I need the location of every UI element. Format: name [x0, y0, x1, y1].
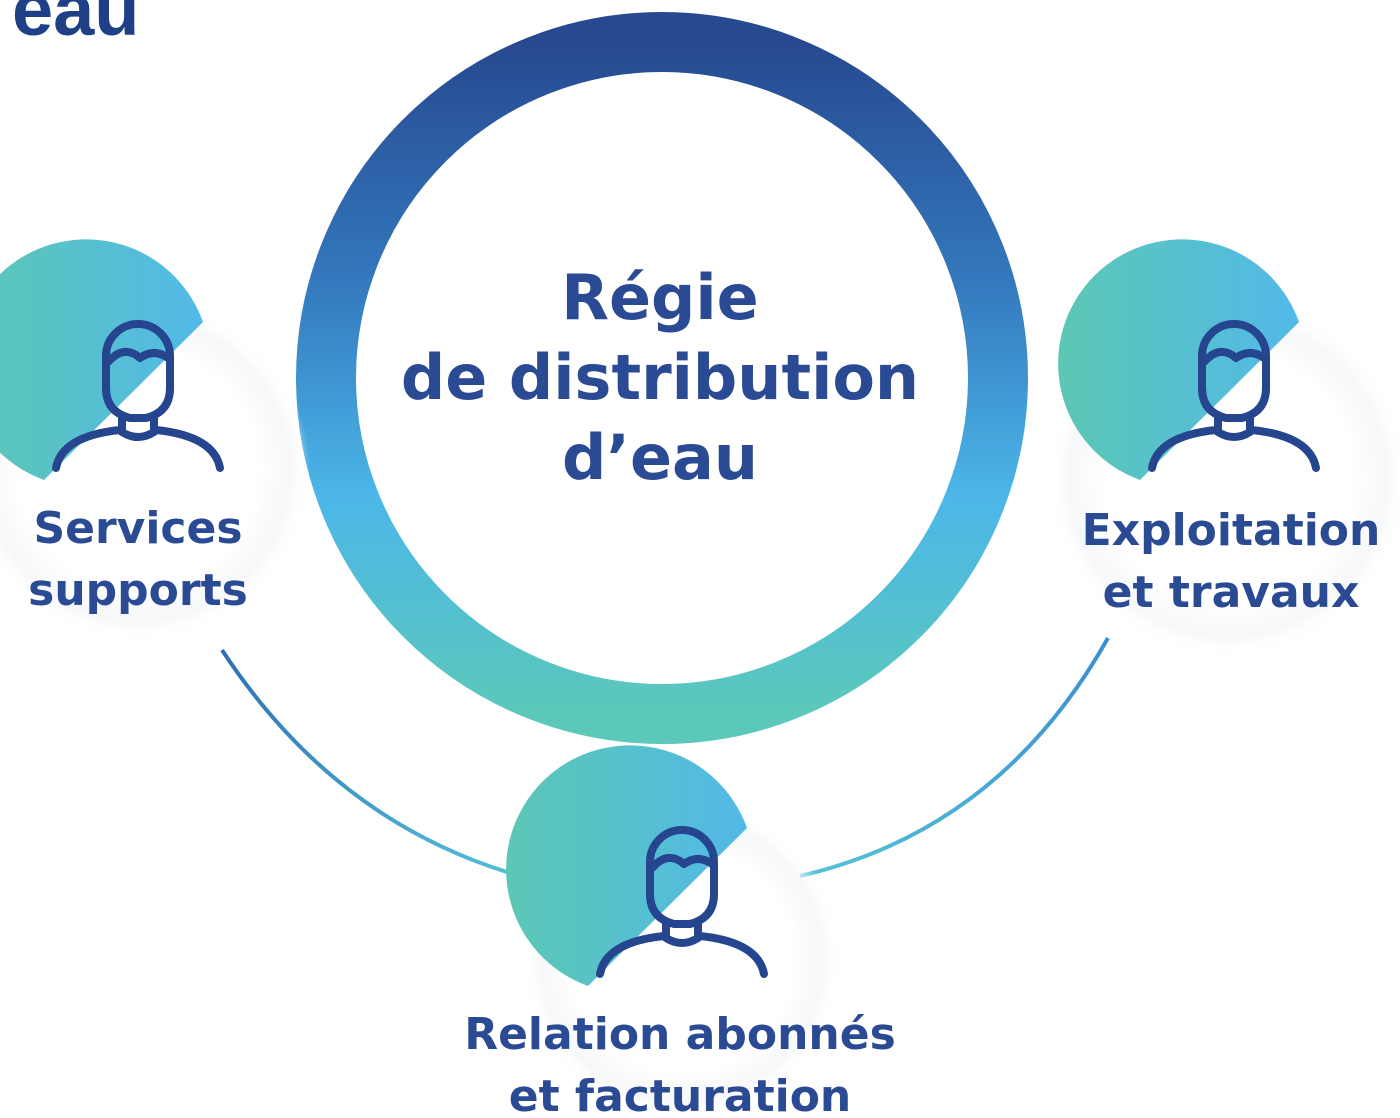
node-label-exploitation-line-1: Exploitation	[1081, 505, 1381, 556]
node-blob-relation	[506, 745, 747, 986]
node-label-services-line-1: Services	[33, 503, 243, 554]
center-title-line-3: d’eau	[562, 421, 758, 494]
node-blob-services	[0, 239, 203, 480]
center-ring	[296, 12, 1028, 744]
connector-right	[799, 637, 1110, 878]
node-label-relation-line-2: et facturation	[508, 1071, 852, 1118]
connector-left	[220, 648, 536, 882]
node-label-relation-line-1: Relation abonnés	[464, 1009, 896, 1060]
person-icon	[52, 320, 224, 472]
center-title-line-1: Régie	[561, 261, 759, 334]
node-label-exploitation-line-2: et travaux	[1102, 567, 1360, 618]
node-blob-exploitation	[1058, 239, 1299, 480]
node-relation-icon-group	[506, 745, 768, 986]
node-services-icon-group	[0, 239, 224, 480]
center-title-line-2: de distribution	[400, 341, 920, 414]
person-icon	[596, 826, 768, 978]
node-label-services-line-2: supports	[28, 565, 248, 616]
node-label-services: Services supports	[0, 498, 276, 622]
node-label-relation: Relation abonnés et facturation	[420, 1004, 940, 1118]
node-exploitation-icon-group	[1058, 239, 1320, 480]
page-title-fragment: eau	[12, 0, 140, 51]
center-title: Régie de distribution d’eau	[380, 258, 940, 498]
node-label-exploitation: Exploitation et travaux	[1062, 500, 1400, 624]
person-icon	[1148, 320, 1320, 472]
